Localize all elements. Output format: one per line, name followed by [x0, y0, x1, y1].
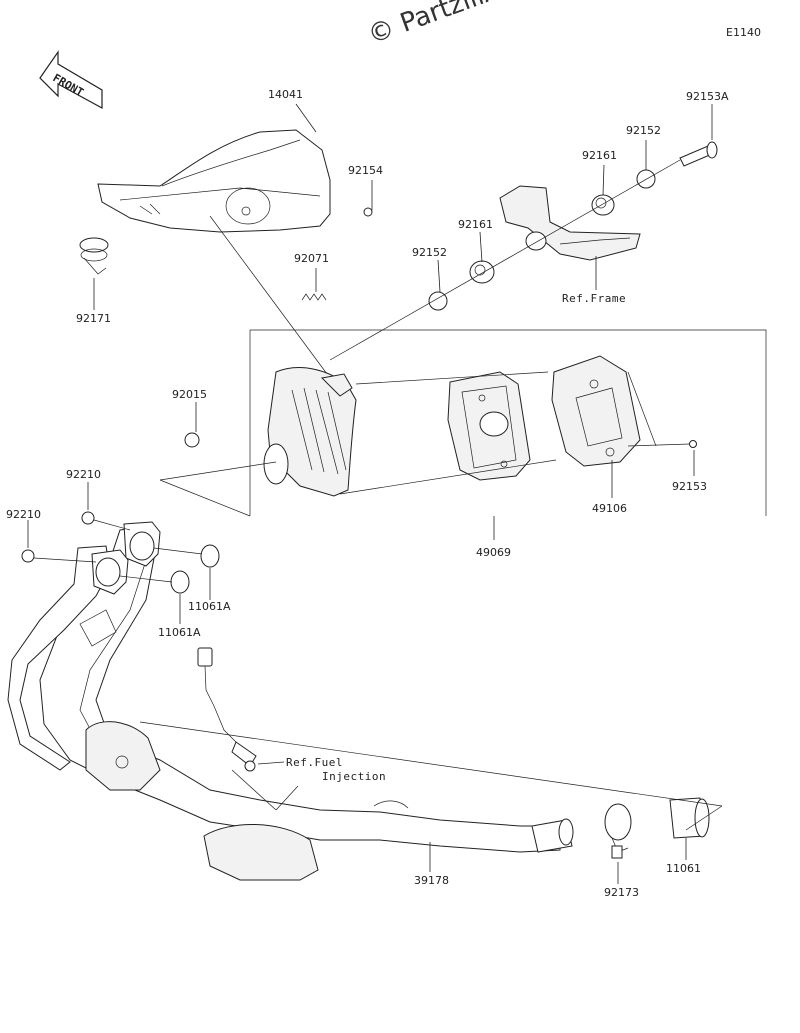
bolt-92154 [363, 207, 373, 217]
label-11061A-lower: 11061A [158, 626, 201, 639]
label-39178: 39178 [414, 874, 449, 887]
label-49069: 49069 [476, 546, 511, 559]
collar-92161-upper [591, 194, 615, 216]
label-92153A: 92153A [686, 90, 729, 103]
label-14041: 14041 [268, 88, 303, 101]
bolt-92153 [689, 440, 697, 448]
label-92173: 92173 [604, 886, 639, 899]
clamp-92173 [604, 803, 632, 859]
exhaust-pipe-39178 [7, 525, 561, 881]
label-92152-upper: 92152 [626, 124, 661, 137]
collar-92161-lower [469, 260, 495, 284]
label-11061A-upper: 11061A [188, 600, 231, 613]
gasket-11061 [669, 797, 710, 839]
label-92071: 92071 [294, 252, 329, 265]
label-11061: 11061 [666, 862, 701, 875]
bolt-92153A [679, 141, 718, 167]
label-92210-lower: 92210 [6, 508, 41, 521]
label-92171: 92171 [76, 312, 111, 325]
label-92152-lower: 92152 [412, 246, 447, 259]
gasket-11061A-lower [170, 570, 190, 594]
nut-92015 [184, 432, 200, 448]
ref-fuel-line2: Injection [322, 770, 386, 783]
front-arrow-icon: FRONT [39, 50, 103, 110]
diagram-code: E1140 [726, 26, 761, 39]
nut-92210-lower [21, 549, 35, 563]
muffler-cover-49106 [551, 355, 641, 467]
label-92161-upper: 92161 [582, 149, 617, 162]
muffler-49069 [263, 367, 357, 497]
label-92161-lower: 92161 [458, 218, 493, 231]
label-92015: 92015 [172, 388, 207, 401]
frame-bracket [499, 185, 641, 261]
ref-fuel-line1: Ref.Fuel [286, 756, 343, 769]
muffler-cover-plate [447, 371, 531, 481]
watermark: © PartzillA [364, 0, 505, 51]
oxygen-sensor [197, 647, 257, 772]
label-92210-upper: 92210 [66, 468, 101, 481]
washer-92152-lower [428, 291, 448, 311]
clamp-92171 [79, 237, 109, 275]
label-49106: 49106 [592, 502, 627, 515]
ref-frame: Ref.Frame [562, 292, 626, 305]
pipe-joint-end [531, 818, 574, 853]
flange-lower [91, 549, 129, 595]
grommet-ring [525, 231, 547, 251]
washer-92152-upper [636, 169, 656, 189]
spring-92071 [301, 293, 327, 301]
nut-92210-upper [81, 511, 95, 525]
label-92154: 92154 [348, 164, 383, 177]
heat-guard-14041 [97, 129, 331, 233]
gasket-11061A-upper [200, 544, 220, 568]
flange-upper [123, 521, 161, 567]
label-92153: 92153 [672, 480, 707, 493]
